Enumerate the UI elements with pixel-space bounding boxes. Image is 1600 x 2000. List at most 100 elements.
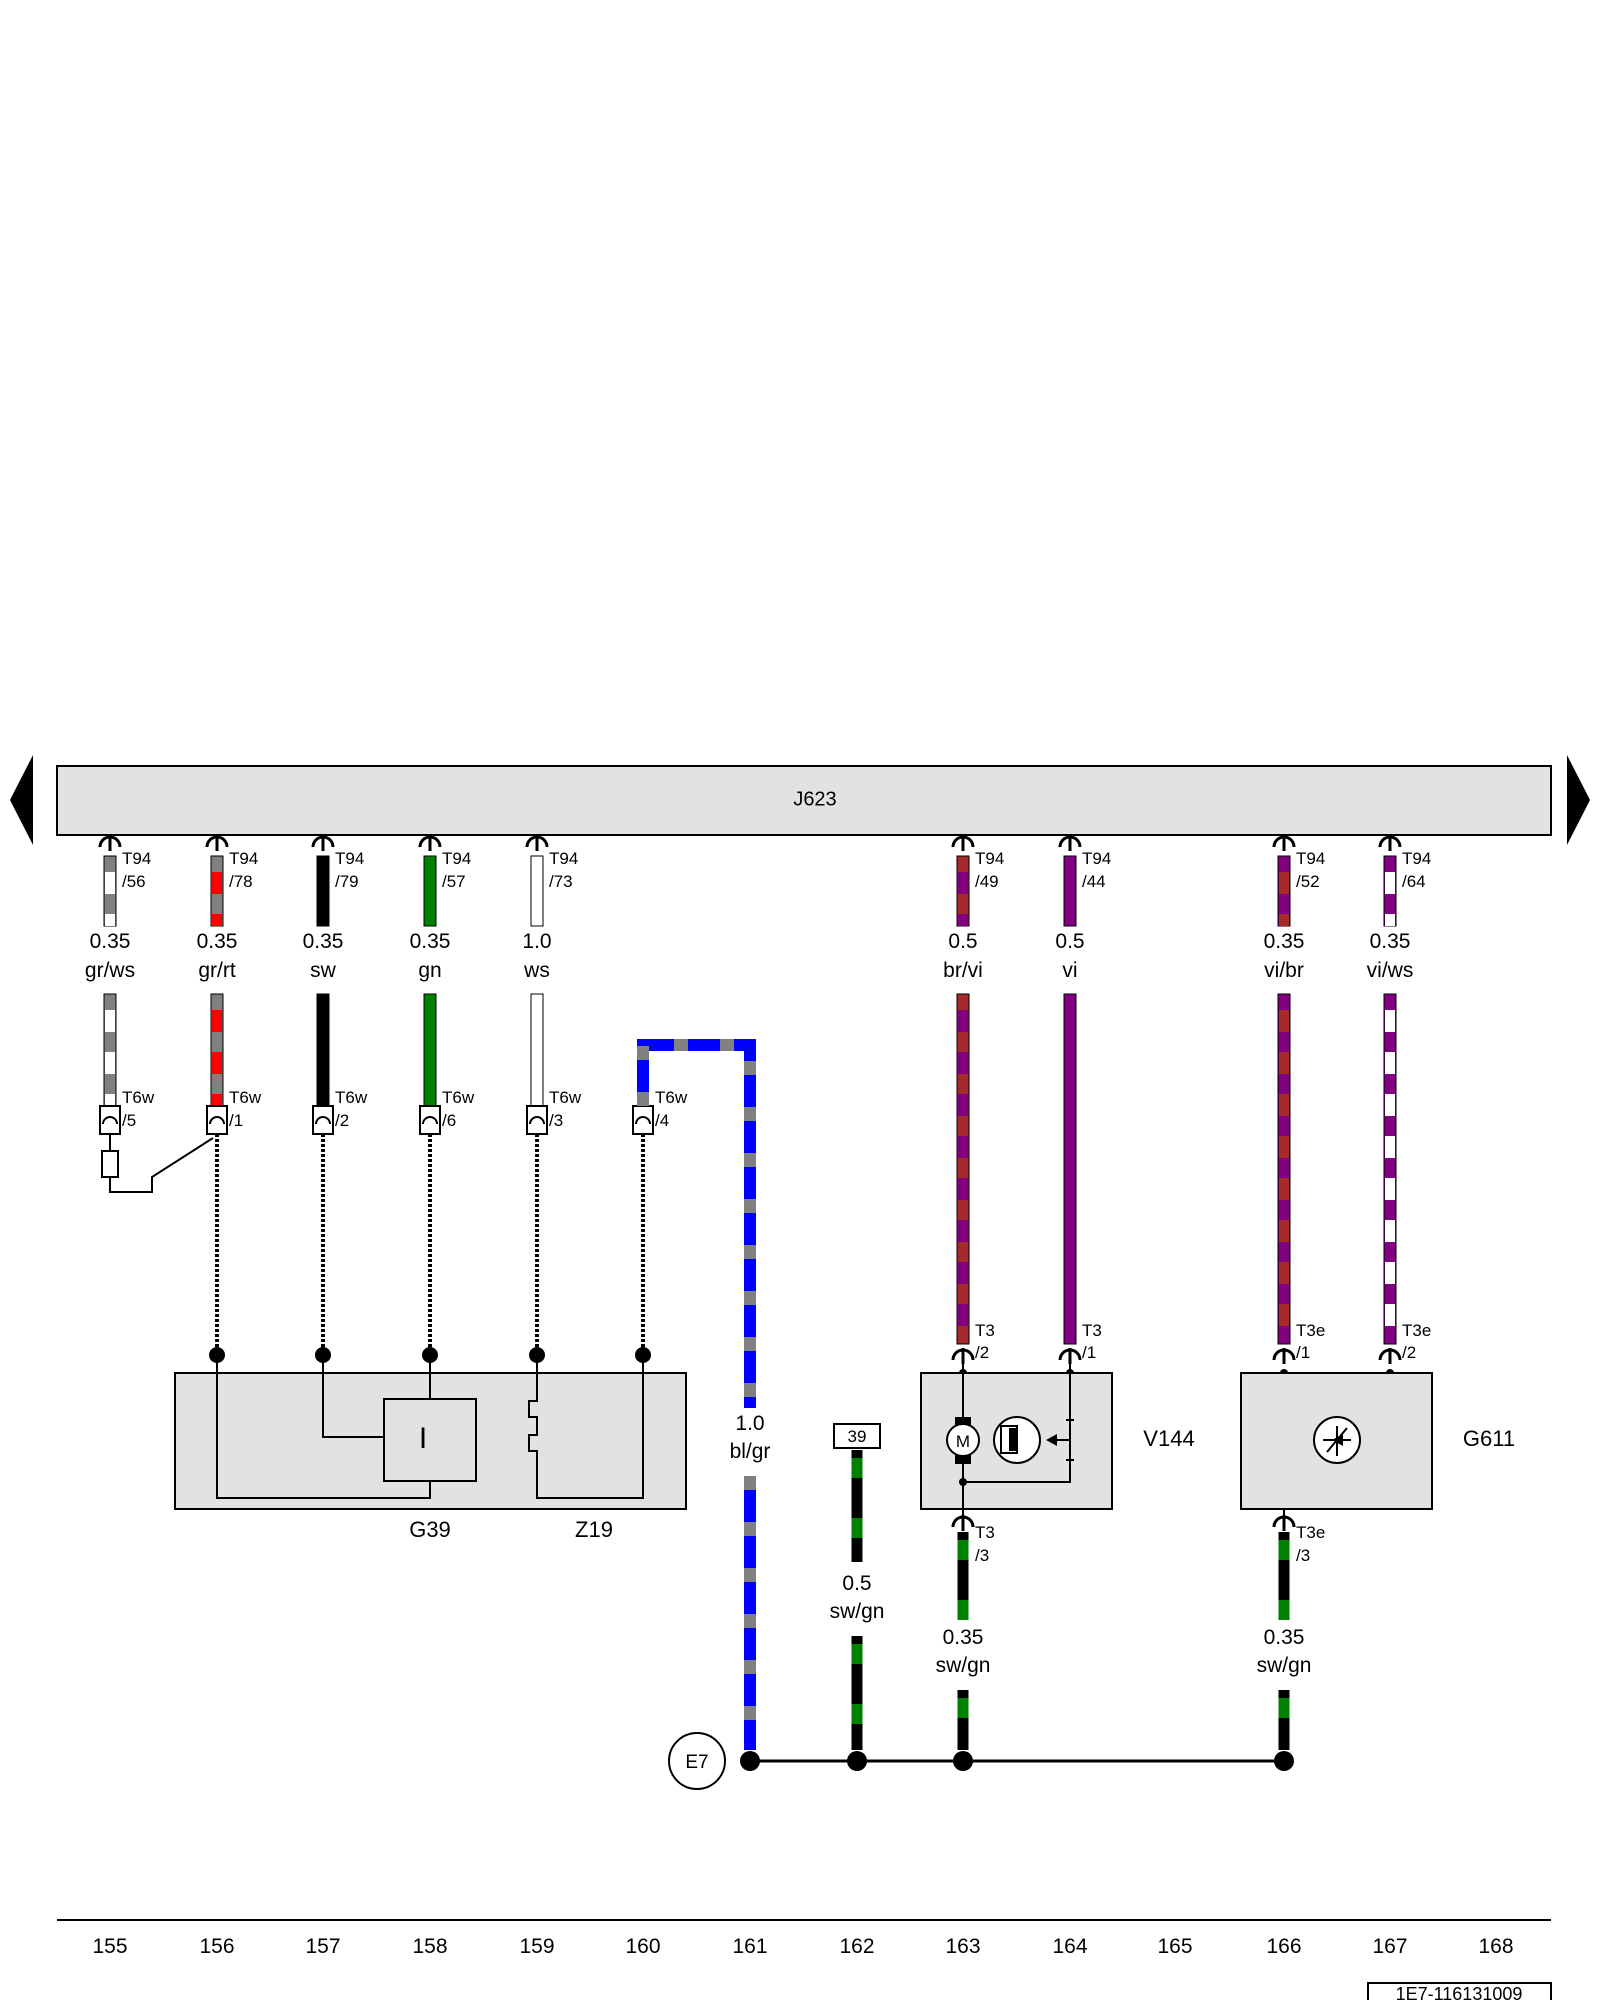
motor-icon xyxy=(946,1423,980,1457)
pin-conn-no-158: /6 xyxy=(442,1111,456,1130)
pin-main-156: T94 xyxy=(229,849,258,868)
wire-162-color: sw/gn xyxy=(830,1600,885,1623)
wire-159-color: ws xyxy=(523,959,550,982)
pressure-sensor-arrowhead xyxy=(1332,1434,1343,1446)
wire-163-lower-stripe xyxy=(958,1262,968,1284)
z19-heater-element xyxy=(528,1355,644,1499)
wire-156-upper-stripe xyxy=(212,872,222,894)
wire-158-upper[interactable] xyxy=(423,855,437,927)
wire-163-lower-stripe xyxy=(958,1178,968,1200)
doc-id-box xyxy=(1367,1982,1552,2000)
pin-conn-no-163: /2 xyxy=(975,1343,989,1362)
wire-159-lower[interactable] xyxy=(530,993,544,1107)
ground-166-color: sw/gn xyxy=(1257,1654,1312,1677)
pin-conn-156: T6w xyxy=(229,1088,262,1107)
wire-156-lower-stripe xyxy=(212,1094,222,1106)
connector-155 xyxy=(99,1105,121,1135)
pin-conn-167: T3e xyxy=(1402,1321,1431,1340)
connector-157 xyxy=(312,1105,334,1135)
wire-161-upper[interactable] xyxy=(637,1039,756,1408)
connector-157-arc xyxy=(315,1116,331,1125)
pin-main-164: T94 xyxy=(1082,849,1111,868)
wire-163-color: br/vi xyxy=(943,959,983,982)
wire-166-lower-stripe xyxy=(1279,1262,1289,1284)
column-number: 167 xyxy=(1372,1935,1407,1958)
pin-main-163: T94 xyxy=(975,849,1004,868)
motor-brush-bottom xyxy=(955,1455,971,1464)
wire-164-lower[interactable] xyxy=(1063,993,1077,1345)
wire-167-lower-stripe xyxy=(1385,1094,1395,1116)
ground-163-pin: T3 xyxy=(975,1523,995,1542)
g611-label: G611 xyxy=(1463,1426,1515,1451)
ground-point-label: E7 xyxy=(685,1752,708,1773)
wire-157-upper[interactable] xyxy=(316,855,330,927)
doc-id: 1E7-116131009 xyxy=(1396,1984,1523,2000)
wire-166-lower-stripe xyxy=(1279,1304,1289,1326)
reference-number: 39 xyxy=(848,1427,867,1446)
reference-box[interactable] xyxy=(833,1423,881,1449)
wire-157-lower[interactable] xyxy=(316,993,330,1107)
connector-158-arc xyxy=(422,1116,438,1125)
wire-158-lower[interactable] xyxy=(423,993,437,1107)
wire-167-lower-stripe xyxy=(1385,1052,1395,1074)
wire-163-lower[interactable] xyxy=(956,993,970,1345)
v144-node xyxy=(959,1478,967,1486)
wire-164-upper[interactable] xyxy=(1063,855,1077,927)
wire-167-size: 0.35 xyxy=(1370,930,1411,953)
pin-main-167: T94 xyxy=(1402,849,1431,868)
wire-155-lower-stripe xyxy=(105,1010,115,1032)
wire-162-size: 0.5 xyxy=(842,1572,871,1595)
wire-layer: T94/560.35gr/wsT6w/5T94/780.35gr/rtT6w/1… xyxy=(85,835,1431,1377)
wire-161-color: bl/gr xyxy=(730,1440,771,1463)
wire-164-size: 0.5 xyxy=(1055,930,1084,953)
pin-main-155: T94 xyxy=(122,849,151,868)
ground-point-e7[interactable] xyxy=(668,1732,726,1790)
ground-163-size: 0.35 xyxy=(943,1626,984,1649)
wire-167-lower[interactable] xyxy=(1383,993,1397,1345)
wire-155-lower-stripe xyxy=(105,1094,115,1106)
connector-159 xyxy=(526,1105,548,1135)
motor-brush-top xyxy=(955,1417,971,1426)
connector-159-arc xyxy=(529,1116,545,1125)
column-number: 160 xyxy=(625,1935,660,1958)
wire-161-size: 1.0 xyxy=(735,1412,764,1435)
wire-167-lower-stripe xyxy=(1385,1304,1395,1326)
wire-167-upper-stripe xyxy=(1385,872,1395,894)
wire-159-upper[interactable] xyxy=(530,855,544,927)
wire-156-color: gr/rt xyxy=(198,959,236,982)
pin-conn-no-166: /1 xyxy=(1296,1343,1310,1362)
z19-label: Z19 xyxy=(575,1517,613,1542)
pin-conn-158: T6w xyxy=(442,1088,475,1107)
pin-main-no-167: /64 xyxy=(1402,872,1426,891)
position-sensor-fill xyxy=(1009,1428,1016,1451)
column-number: 161 xyxy=(732,1935,767,1958)
column-number: 159 xyxy=(519,1935,554,1958)
wire-163-lower-stripe xyxy=(958,1052,968,1074)
pin-main-no-157: /79 xyxy=(335,872,359,891)
connector-156 xyxy=(206,1105,228,1135)
wire-167-lower-stripe xyxy=(1385,1178,1395,1200)
wire-166-lower-stripe xyxy=(1279,1220,1289,1242)
left-arrow-icon[interactable] xyxy=(10,755,33,845)
column-number: 165 xyxy=(1157,1935,1192,1958)
wire-156-upper-stripe xyxy=(212,914,222,926)
right-arrow-icon[interactable] xyxy=(1567,755,1590,845)
controller-j623-box[interactable] xyxy=(56,765,1552,836)
resistor-icon xyxy=(101,1150,119,1178)
ground-163-pin-no: /3 xyxy=(975,1546,989,1565)
wire-158-size: 0.35 xyxy=(410,930,451,953)
wire-163-lower-stripe xyxy=(958,1010,968,1032)
column-number: 157 xyxy=(305,1935,340,1958)
wire-166-lower[interactable] xyxy=(1277,993,1291,1345)
column-number: 166 xyxy=(1266,1935,1301,1958)
wire-166-lower-stripe xyxy=(1279,1136,1289,1158)
column-number: 158 xyxy=(412,1935,447,1958)
wire-166-lower-stripe xyxy=(1279,1094,1289,1116)
wire-163-lower-stripe xyxy=(958,1304,968,1326)
wire-155-upper-stripe xyxy=(105,872,115,894)
ground-node-161 xyxy=(740,1751,760,1771)
column-number: 155 xyxy=(92,1935,127,1958)
wire-163-size: 0.5 xyxy=(948,930,977,953)
